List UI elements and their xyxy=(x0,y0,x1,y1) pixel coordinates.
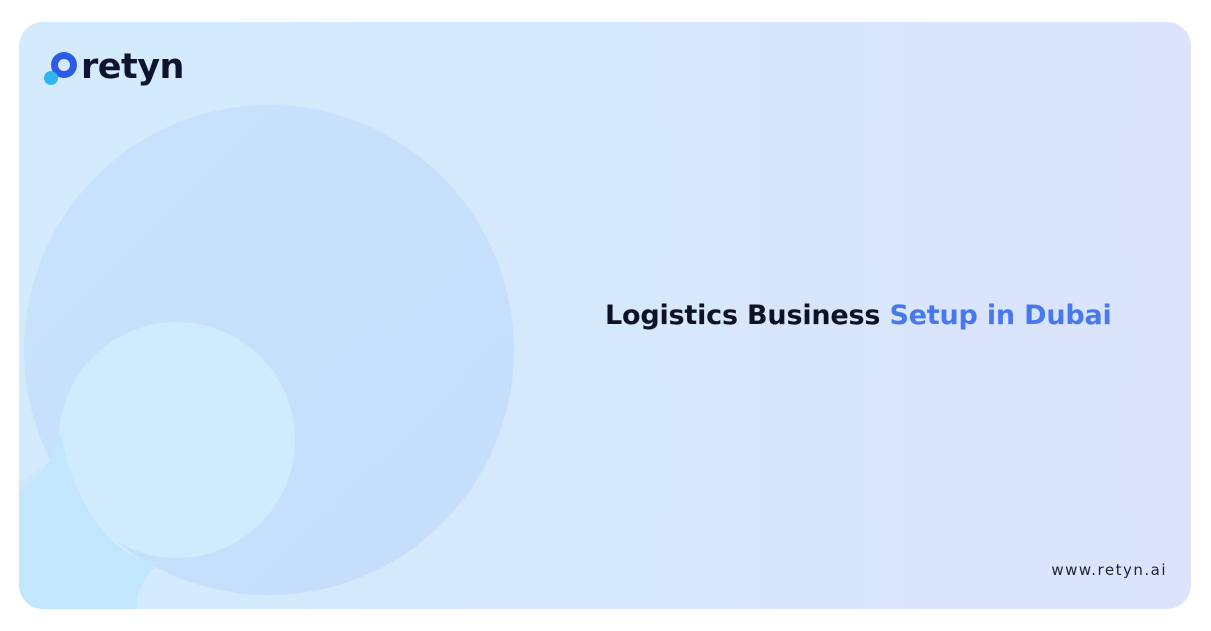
decorative-background-shapes xyxy=(19,105,514,609)
page-title: Logistics Business Setup in Dubai xyxy=(605,298,1112,334)
retyn-logo-icon xyxy=(43,47,79,87)
small-decorative-circle xyxy=(59,322,295,558)
title-primary: Logistics Business xyxy=(605,300,890,331)
bottom-left-shape xyxy=(19,432,159,609)
website-link[interactable]: www.retyn.ai xyxy=(1051,561,1167,579)
brand-name: retyn xyxy=(81,47,184,87)
banner-card: retyn Logistics Business Setup in Dubai … xyxy=(19,22,1191,609)
title-highlight: Setup in Dubai xyxy=(889,300,1112,331)
brand-logo[interactable]: retyn xyxy=(43,47,184,87)
